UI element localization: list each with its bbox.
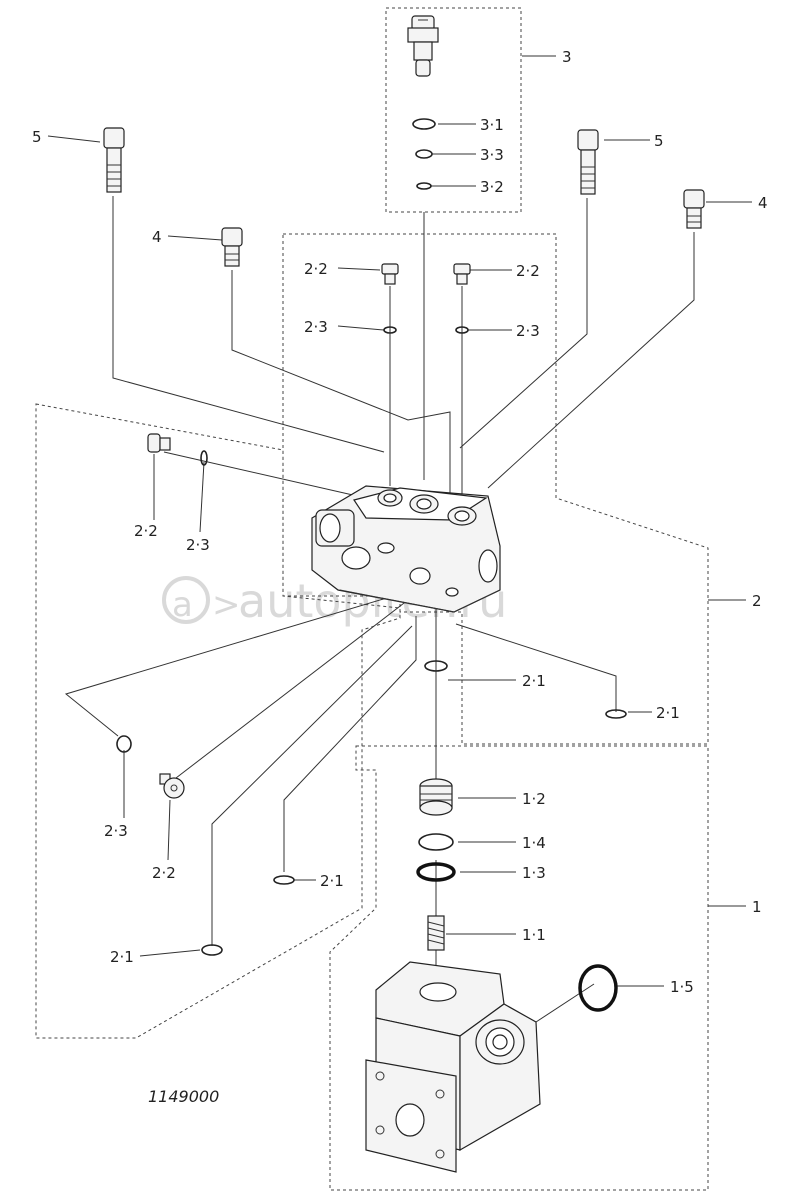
label-1-5: 1·5 [670,978,694,996]
label-2-3-left: 2·3 [186,536,210,554]
reference-number: 1149000 [148,1087,219,1106]
o-ring-2-3-top-left [383,326,397,334]
label-1-2: 1·2 [522,790,546,808]
label-2-2-top-left: 2·2 [304,260,328,278]
o-ring-3-1 [412,118,436,130]
plug-2-2-top-right [453,263,471,285]
label-1: 1 [752,898,762,916]
bolt-4-left [221,227,243,267]
label-2-3-lower: 2·3 [104,822,128,840]
o-ring-2-3-lower [116,735,132,753]
o-ring-2-1-a [424,660,448,672]
label-3-2: 3·2 [480,178,504,196]
label-1-1: 1·1 [522,926,546,944]
o-ring-3-2 [416,182,432,190]
label-2-2-top-right: 2·2 [516,262,540,280]
label-1-3: 1·3 [522,864,546,882]
label-5-right: 5 [654,132,664,150]
label-2-2-lower: 2·2 [152,864,176,882]
bolt-5-right [577,129,599,195]
housing-part-1 [365,961,541,1173]
bolt-5-left [103,127,125,193]
label-3-3: 3·3 [480,146,504,164]
group-2-left-boundary [35,403,401,1039]
o-ring-1-3 [416,862,456,882]
group-3-boundary [385,7,522,213]
o-ring-2-3-top-right [455,326,469,334]
spring-1-1 [427,915,445,951]
label-2-3-top-left: 2·3 [304,318,328,336]
o-ring-2-1-d [201,944,223,956]
plug-2-2-top-left [381,263,399,285]
label-2-1-b: 2·1 [656,704,680,722]
projection-lines [64,196,695,1023]
svg-text:a: a [172,585,193,625]
group-1-boundary [329,745,709,1191]
valve-cartridge-part [407,15,439,77]
label-4-right: 4 [758,194,768,212]
o-ring-2-1-b [605,709,627,719]
label-2-2-left: 2·2 [134,522,158,540]
label-3-1: 3·1 [480,116,504,134]
plug-2-2-left [147,433,171,453]
o-ring-2-3-left [200,450,208,466]
valve-body-part [311,485,501,613]
plug-2-2-lower [159,773,185,799]
label-2: 2 [752,592,762,610]
o-ring-2-1-c [273,875,295,885]
label-2-1-d: 2·1 [110,948,134,966]
label-3: 3 [562,48,572,66]
group-2-boundary [282,233,709,745]
label-2-1-a: 2·1 [522,672,546,690]
o-ring-1-5 [578,964,618,1012]
label-5-left: 5 [32,128,42,146]
label-2-1-c: 2·1 [320,872,344,890]
o-ring-3-3 [415,149,433,159]
piston-1-2 [419,778,453,816]
bolt-4-right [683,189,705,229]
label-leaders [47,55,752,987]
label-1-4: 1·4 [522,834,546,852]
label-4-left: 4 [152,228,162,246]
backup-ring-1-4 [418,833,454,851]
labels: 3 3·1 3·3 3·2 5 5 4 4 2·2 2·2 2·3 2·3 2·… [32,48,768,1106]
label-2-3-top-right: 2·3 [516,322,540,340]
svg-text:>: > [212,585,241,625]
